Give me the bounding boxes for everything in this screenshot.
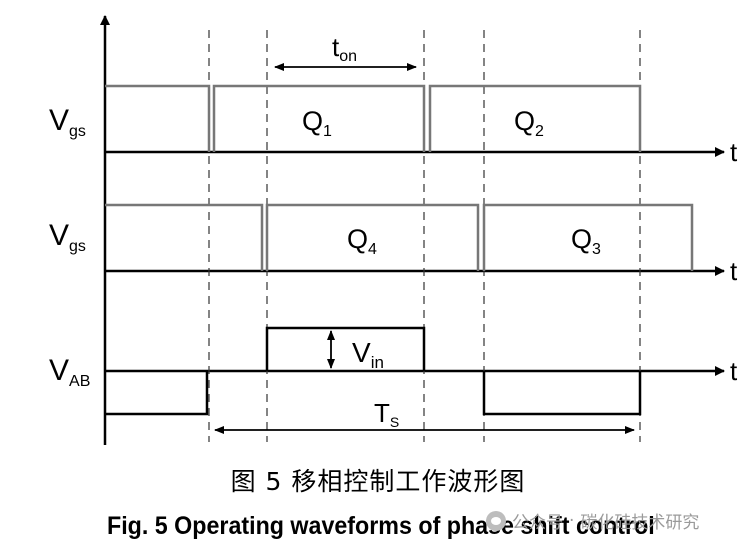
label-ts: TS bbox=[374, 398, 399, 430]
label-t-mid: t bbox=[730, 256, 738, 286]
label-t-vab: t bbox=[730, 356, 738, 386]
watermark: 公众号 · 碳化硅技术研究 bbox=[486, 508, 699, 533]
q3-gate-pulse bbox=[482, 203, 694, 271]
vab-negative-pulse-2 bbox=[482, 371, 642, 416]
vab-negative-pulse-1 bbox=[105, 371, 209, 416]
caption-chinese: 图 5 移相控制工作波形图 bbox=[230, 467, 526, 496]
q2-gate-pulse bbox=[428, 84, 642, 152]
q4-gate-pulse bbox=[265, 203, 480, 271]
label-vin: Vin bbox=[352, 337, 384, 372]
watermark-source: 公众号 bbox=[512, 513, 563, 533]
label-t-top: t bbox=[730, 137, 738, 167]
caption-english: Fig. 5 Operating waveforms of phase shif… bbox=[107, 512, 655, 540]
vgs-top-waveform bbox=[105, 84, 642, 152]
wechat-icon bbox=[486, 510, 506, 531]
label-q2: Q2 bbox=[514, 106, 544, 140]
label-vgs-top: Vgs bbox=[49, 104, 86, 140]
label-q4: Q4 bbox=[347, 224, 377, 258]
q1-gate-pulse bbox=[105, 84, 211, 152]
q3-gate-pulse-prev bbox=[105, 203, 264, 271]
vab-positive-pulse bbox=[265, 326, 426, 371]
label-q3: Q3 bbox=[571, 224, 601, 258]
label-vab: VAB bbox=[49, 354, 90, 390]
watermark-name: 碳化硅技术研究 bbox=[580, 513, 700, 533]
label-vgs-mid: Vgs bbox=[49, 219, 86, 255]
label-ton: ton bbox=[332, 32, 357, 65]
q1-gate-pulse-main bbox=[212, 84, 426, 152]
vab-waveform bbox=[105, 326, 642, 416]
vgs-mid-waveform bbox=[105, 203, 694, 271]
label-q1: Q1 bbox=[302, 106, 332, 140]
watermark-separator: · bbox=[569, 510, 575, 531]
